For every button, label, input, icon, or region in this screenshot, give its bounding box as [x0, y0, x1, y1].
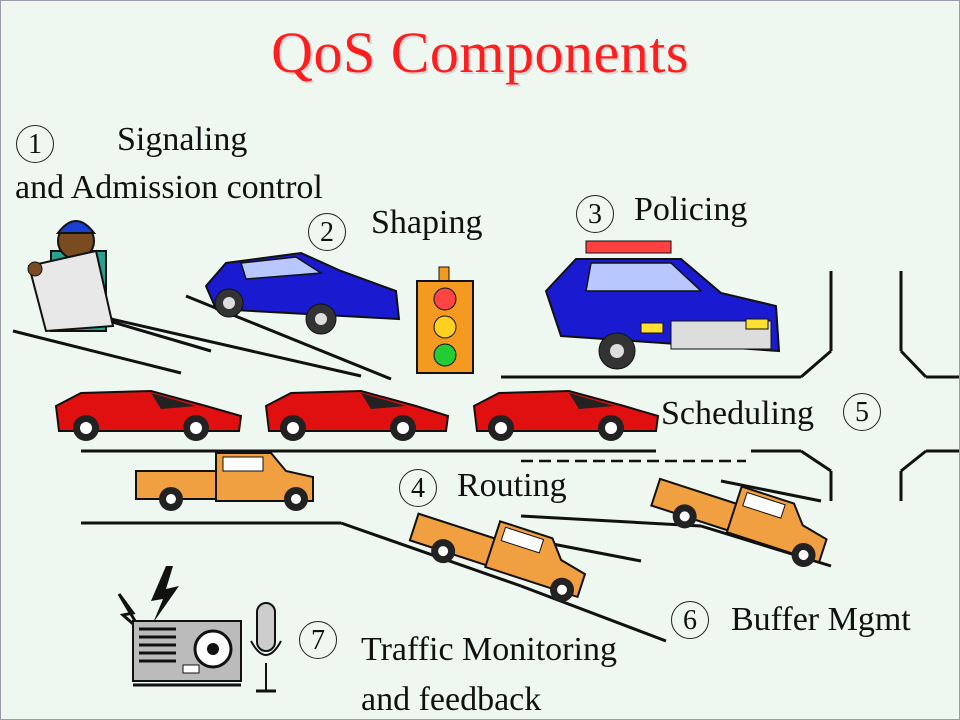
microphone-icon [250, 602, 282, 693]
radio-icon [117, 566, 242, 687]
traffic-light-icon [416, 266, 474, 374]
label-shaping: Shaping [371, 204, 483, 241]
label-traffic-monitoring: Traffic Monitoring [361, 631, 617, 668]
number-badge-3: 3 [576, 195, 614, 233]
label-signaling: Signaling [117, 121, 248, 158]
police-car-icon [544, 240, 781, 370]
label-policing: Policing [634, 191, 748, 228]
number-badge-1: 1 [16, 125, 54, 163]
number-badge-7: 7 [299, 621, 337, 659]
person-icon [27, 220, 115, 333]
red-car-icon-2 [264, 389, 450, 441]
label-scheduling: Scheduling [661, 395, 814, 432]
truck-icon-2 [408, 512, 587, 602]
blue-car-icon [204, 251, 401, 335]
truck-icon-3 [650, 477, 828, 567]
red-car-icon-3 [472, 389, 660, 441]
road-lines [12, 271, 959, 643]
number-badge-4: 4 [399, 469, 437, 507]
truck-icon-1 [135, 452, 314, 511]
label-buffer-mgmt: Buffer Mgmt [731, 601, 911, 638]
number-badge-6: 6 [671, 601, 709, 639]
label-and-feedback: and feedback [361, 681, 542, 718]
number-badge-2: 2 [308, 213, 346, 251]
number-badge-5: 5 [843, 393, 881, 431]
slide-title: QoS Components [271, 20, 689, 85]
label-routing: Routing [457, 467, 567, 504]
red-car-icon-1 [54, 389, 243, 441]
label-admission-control: and Admission control [15, 169, 323, 206]
